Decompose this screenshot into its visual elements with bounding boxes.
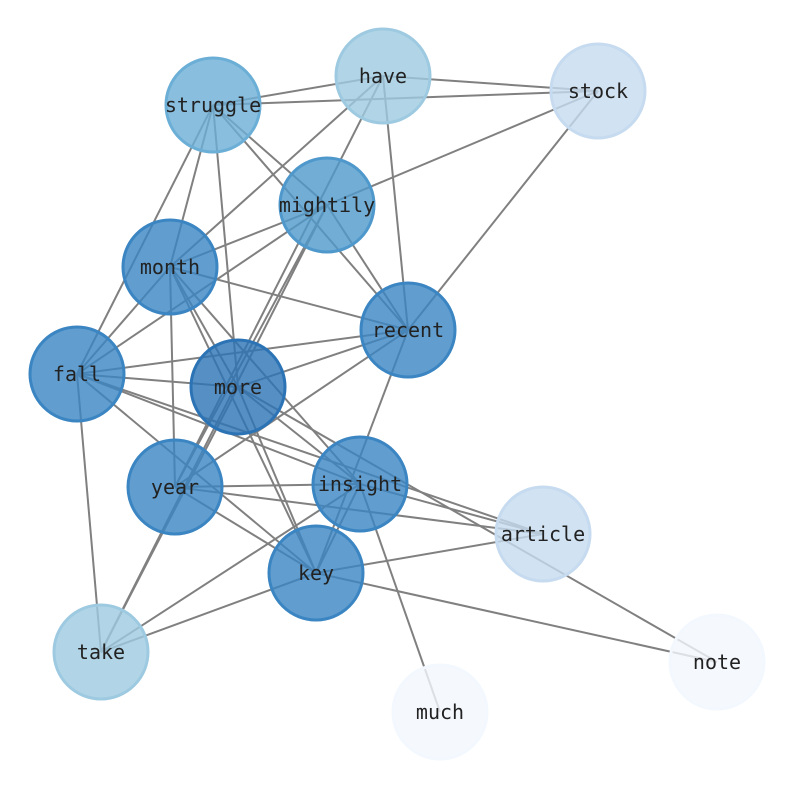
node-label: struggle: [165, 93, 261, 117]
node-label: fall: [53, 362, 101, 386]
edges-layer: [76, 75, 718, 713]
node-circle: [668, 613, 766, 711]
node-circle: [278, 156, 376, 254]
node-note[interactable]: note: [668, 613, 766, 711]
node-label: more: [214, 375, 262, 399]
node-circle: [189, 338, 287, 436]
node-circle: [267, 524, 365, 622]
node-circle: [52, 603, 150, 701]
node-circle: [164, 56, 262, 154]
node-label: year: [151, 475, 199, 499]
node-more[interactable]: more: [189, 338, 287, 436]
edge-mightily-stock: [326, 90, 599, 206]
node-label: article: [501, 522, 585, 546]
edge-more-note: [237, 386, 718, 663]
node-have[interactable]: have: [334, 27, 432, 125]
node-label: note: [693, 650, 741, 674]
node-much[interactable]: much: [391, 663, 489, 761]
node-circle: [126, 438, 224, 536]
node-circle: [391, 663, 489, 761]
node-struggle[interactable]: struggle: [164, 56, 262, 154]
edge-fall-article: [76, 373, 544, 535]
node-circle: [334, 27, 432, 125]
node-fall[interactable]: fall: [28, 325, 126, 423]
edge-insight-take: [100, 483, 361, 653]
node-label: recent: [372, 318, 444, 342]
node-label: key: [298, 561, 334, 585]
node-insight[interactable]: insight: [311, 435, 409, 533]
node-key[interactable]: key: [267, 524, 365, 622]
node-take[interactable]: take: [52, 603, 150, 701]
node-circle: [28, 325, 126, 423]
node-recent[interactable]: recent: [359, 281, 457, 379]
node-circle: [359, 281, 457, 379]
node-label: month: [140, 255, 200, 279]
node-stock[interactable]: stock: [549, 42, 647, 140]
node-label: have: [359, 64, 407, 88]
node-month[interactable]: month: [121, 218, 219, 316]
node-circle: [494, 485, 592, 583]
node-label: insight: [318, 472, 402, 496]
node-label: stock: [568, 79, 628, 103]
node-circle: [121, 218, 219, 316]
edge-key-note: [315, 572, 718, 663]
node-label: much: [416, 700, 464, 724]
node-article[interactable]: article: [494, 485, 592, 583]
node-circle: [549, 42, 647, 140]
node-label: mightily: [279, 193, 375, 217]
node-label: take: [77, 640, 125, 664]
nodes-layer: have stock struggle mightily month recent fall…: [28, 27, 766, 761]
node-circle: [311, 435, 409, 533]
node-mightily[interactable]: mightily: [278, 156, 376, 254]
edge-recent-stock: [407, 90, 599, 331]
node-year[interactable]: year: [126, 438, 224, 536]
